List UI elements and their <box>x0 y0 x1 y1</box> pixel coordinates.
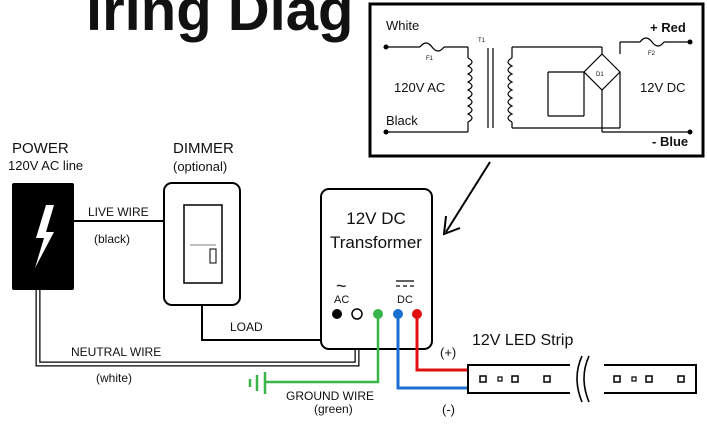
ground-wire-label: GROUND WIRE <box>286 389 374 403</box>
terminal-negative <box>393 309 403 319</box>
dc-output-wires <box>396 314 468 390</box>
terminal-positive <box>412 309 422 319</box>
led-minus-label: (-) <box>442 402 455 417</box>
inset-arrow <box>442 161 491 236</box>
dc-symbol-icon <box>396 280 414 287</box>
schematic-inset: F1 T1 D1 F2 White <box>368 2 705 158</box>
ac-symbol-icon: ~ <box>336 276 347 296</box>
power-label: POWER <box>12 140 69 157</box>
dimmer-switch: DIMMER (optional) <box>163 140 241 306</box>
led-strip-label: 12V LED Strip <box>472 332 573 349</box>
diode-d1-label: D1 <box>596 72 604 78</box>
terminal-row <box>332 308 422 320</box>
schematic-blue-label: - Blue <box>652 134 688 149</box>
neutral-wire-sublabel: (white) <box>96 371 132 385</box>
transformer-title-line1: 12V DC <box>346 209 406 228</box>
power-source: POWER 120V AC line <box>8 140 83 290</box>
schematic-white-label: White <box>386 18 419 33</box>
schematic-dc-label: 12V DC <box>640 80 686 95</box>
dc-label: DC <box>397 294 413 306</box>
schematic-red-label: + Red <box>650 20 686 35</box>
transformer-t1-label: T1 <box>478 38 486 44</box>
page-title: iring Diag <box>86 0 353 43</box>
ground-wire-sublabel: (green) <box>314 402 353 416</box>
power-sublabel: 120V AC line <box>8 158 83 173</box>
transformer-title-line2: Transformer <box>330 233 422 252</box>
ground-wire: GROUND WIRE (green) <box>248 314 380 416</box>
live-wire: LIVE WIRE (black) <box>74 205 164 246</box>
live-wire-sublabel: (black) <box>94 232 130 246</box>
schematic-ac-label: 120V AC <box>394 80 445 95</box>
terminal-neutral <box>351 308 363 320</box>
schematic-black-label: Black <box>386 113 418 128</box>
transformer: 12V DC Transformer ~ AC DC <box>320 188 433 350</box>
dimmer-label: DIMMER <box>173 140 234 157</box>
ac-label: AC <box>334 294 349 306</box>
lightning-bolt-icon <box>35 205 54 268</box>
terminal-live <box>332 309 342 319</box>
fuse-f1-label: F1 <box>426 56 434 62</box>
led-strip: 12V LED Strip (+) (-) <box>440 332 697 417</box>
fuse-f2-label: F2 <box>648 51 656 57</box>
terminal-ground <box>373 309 383 319</box>
load-wire: LOAD <box>201 305 338 341</box>
neutral-wire-label: NEUTRAL WIRE <box>71 345 161 359</box>
load-label: LOAD <box>230 320 263 334</box>
dimmer-sublabel: (optional) <box>173 159 227 174</box>
led-plus-label: (+) <box>440 345 456 360</box>
live-wire-label: LIVE WIRE <box>88 205 149 219</box>
